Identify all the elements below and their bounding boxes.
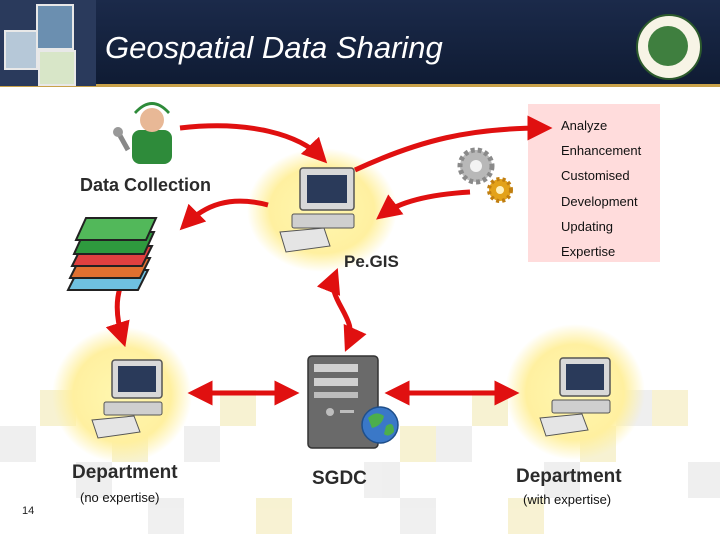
arrow-center-to-layers xyxy=(179,198,269,231)
service-development: Development xyxy=(561,194,638,209)
data-collection-label: Data Collection xyxy=(80,175,212,195)
computer-center xyxy=(279,167,355,253)
header-bar xyxy=(0,0,720,86)
service-analyze: Analyze xyxy=(561,118,608,133)
service-enhancement: Enhancement xyxy=(561,143,642,158)
gears-icon xyxy=(457,147,513,203)
emblem-logo-center xyxy=(648,26,688,66)
server-icon xyxy=(307,355,379,449)
thumbnail-image xyxy=(38,50,76,86)
header-divider xyxy=(0,84,720,87)
thumbnail-image xyxy=(4,30,38,70)
map-layers-icon xyxy=(66,217,158,291)
arrow-center-server xyxy=(316,268,367,352)
arrow-gears-to-center xyxy=(376,189,471,220)
arrow-worker-to-center xyxy=(179,123,328,164)
service-customised: Customised xyxy=(561,168,630,183)
service-expertise: Expertise xyxy=(561,244,616,259)
dept-left-sub: (no expertise) xyxy=(80,490,160,505)
arrow-center-to-gears xyxy=(353,115,553,173)
computer-right xyxy=(539,357,611,437)
worker-icon xyxy=(113,102,172,164)
service-updating: Updating xyxy=(561,219,614,234)
dept-right-sub: (with expertise) xyxy=(523,492,612,507)
dept-right-label: Department xyxy=(516,466,622,487)
page-title: Geospatial Data Sharing xyxy=(105,30,443,65)
header-thumbnails xyxy=(0,0,96,86)
page-number: 14 xyxy=(22,505,35,517)
server-label: SGDC xyxy=(312,468,367,489)
thumbnail-image xyxy=(36,4,74,50)
computer-left xyxy=(91,359,163,439)
pegis-label: Pe.GIS xyxy=(344,252,399,271)
globe-icon xyxy=(361,406,399,444)
dept-left-label: Department xyxy=(72,462,178,483)
